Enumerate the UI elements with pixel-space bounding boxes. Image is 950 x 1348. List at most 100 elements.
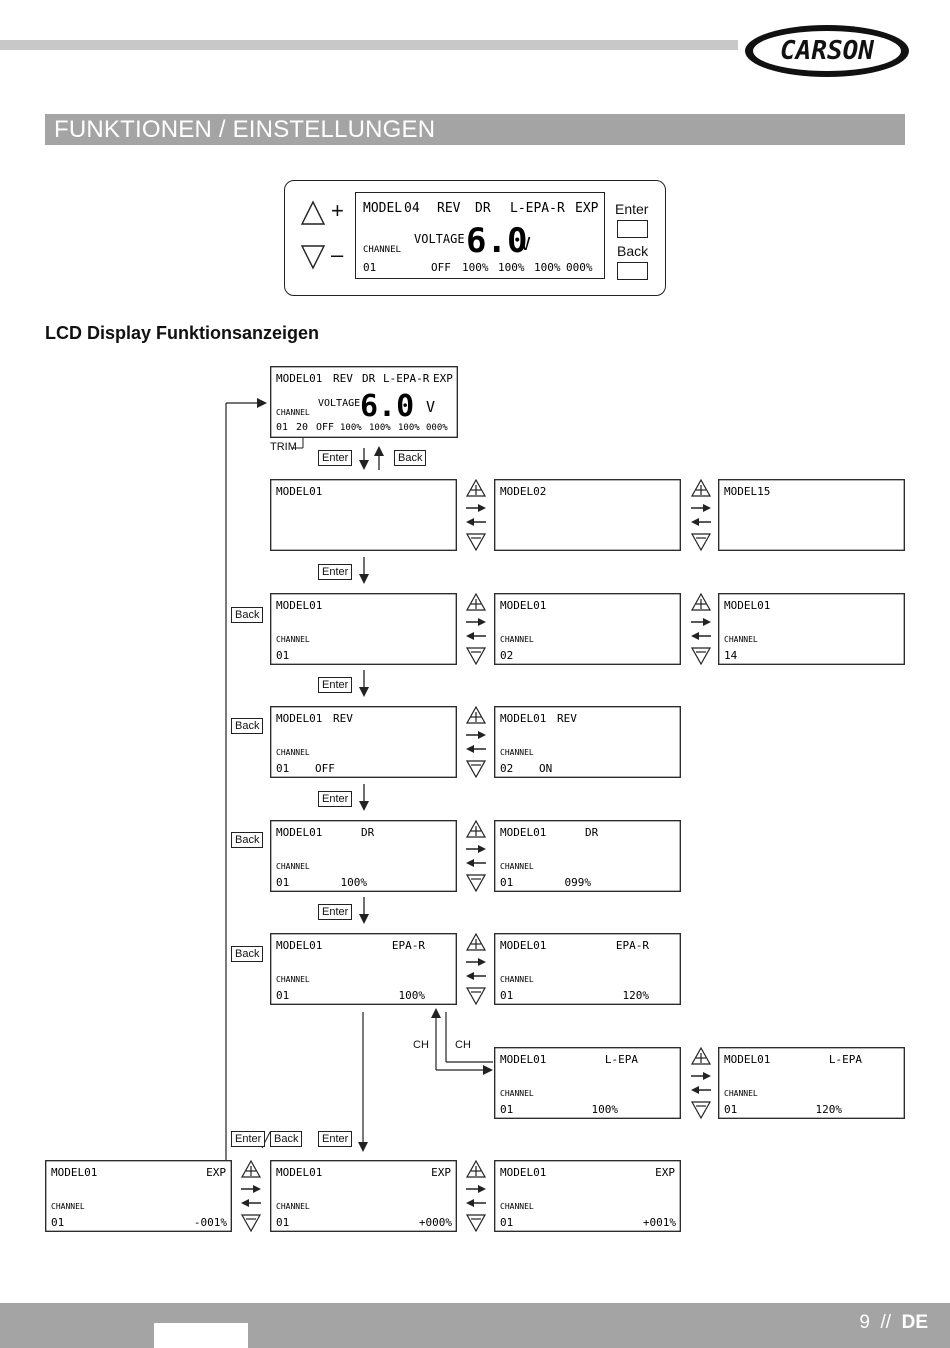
lcd-model: MODEL01: [500, 1053, 546, 1066]
plus-minus-navigation-icon: [240, 1160, 262, 1232]
lcd-channel-value: 01: [276, 989, 289, 1002]
transmitter-display: [284, 180, 666, 296]
enter-button[interactable]: Enter: [318, 904, 353, 920]
back-button[interactable]: Back: [270, 1131, 303, 1147]
lcd-model-label: MODEL: [363, 201, 402, 216]
lcd-channel-value: 02: [500, 649, 513, 662]
back-button[interactable]: Back: [231, 832, 264, 848]
lcd-text: 100%: [398, 423, 420, 433]
enter-button[interactable]: Enter: [318, 1131, 353, 1147]
lcd-function-label: DR: [585, 826, 599, 839]
lcd-setting-value: -001%: [194, 1216, 227, 1229]
down-arrow-icon: [359, 670, 369, 697]
lcd-channel-label: CHANNEL: [500, 635, 534, 644]
lcd-channel-label: CHANNEL: [500, 1202, 534, 1211]
lcd-function-label: DR: [361, 826, 375, 839]
lcd-channel-label: CHANNEL: [276, 862, 310, 871]
lcd-function-label: EPA-R: [616, 939, 649, 952]
page-sep: //: [880, 1312, 892, 1333]
minus-symbol: –: [331, 242, 344, 267]
back-button[interactable]: Back: [231, 946, 264, 962]
enter-button[interactable]: Enter: [318, 564, 353, 580]
enter-button[interactable]: Enter: [231, 1131, 266, 1147]
lcd-text: L-EPA-R: [383, 372, 430, 385]
enter-label: Enter: [615, 201, 649, 217]
back-button[interactable]: [617, 262, 648, 280]
lcd-setting-value: +001%: [643, 1216, 676, 1229]
page-number: 9 // DE: [859, 1312, 928, 1334]
lcd-channel-value: 14: [724, 649, 738, 662]
lcd-text: 100%: [340, 423, 362, 433]
lcd-model: MODEL01: [500, 826, 546, 839]
up-triangle-icon: [300, 200, 326, 225]
lcd-setting-value: +000%: [419, 1216, 452, 1229]
lcd-channel-value: 01: [500, 876, 513, 889]
lcd-rev: REV: [437, 201, 461, 216]
section-title: LCD Display Funktionsanzeigen: [45, 323, 320, 343]
back-button[interactable]: Back: [394, 450, 427, 466]
down-arrow-icon: [359, 557, 369, 584]
lcd-v4: 000%: [566, 261, 593, 274]
lcd-off: OFF: [431, 261, 451, 274]
lcd-function-label: L-EPA: [829, 1053, 862, 1066]
lcd-channel-label: CHANNEL: [276, 748, 310, 757]
page-num: 9: [859, 1312, 870, 1333]
lcd-function-label: REV: [333, 712, 353, 725]
lcd-model: MODEL15: [724, 485, 770, 498]
lcd-function-label: EXP: [206, 1166, 226, 1179]
back-button[interactable]: Back: [231, 718, 264, 734]
lcd-lepar: L-EPA-R: [510, 201, 565, 216]
lcd-channel-label: CHANNEL: [276, 1202, 310, 1211]
lcd-setting-value: 099%: [565, 876, 592, 889]
enter-button[interactable]: [617, 220, 648, 238]
plus-minus-navigation-icon: [465, 820, 487, 892]
lcd-volt-unit: V: [520, 234, 531, 255]
lcd-model: MODEL01: [500, 939, 546, 952]
lcd-setting-value: 100%: [341, 876, 368, 889]
lcd-model: MODEL01: [500, 1166, 546, 1179]
back-button[interactable]: Back: [231, 607, 264, 623]
lcd-setting-value: 100%: [399, 989, 426, 1002]
enter-button[interactable]: Enter: [318, 450, 353, 466]
enter-button[interactable]: Enter: [318, 677, 353, 693]
page-title: FUNKTIONEN / EINSTELLUNGEN: [45, 114, 905, 145]
lcd-text: DR: [362, 372, 376, 385]
lcd-channel: CHANNEL: [363, 245, 401, 255]
lcd-channel-label: CHANNEL: [500, 975, 534, 984]
plus-minus-navigation-icon: [465, 706, 487, 778]
lcd-setting-value: OFF: [315, 762, 335, 775]
lcd-text: 20: [296, 422, 308, 433]
lcd-channel-label: CHANNEL: [276, 975, 310, 984]
ch-label: CH: [413, 1039, 429, 1051]
lcd-screen: MODEL02: [494, 479, 681, 551]
ch-label: CH: [455, 1039, 471, 1051]
down-arrow-icon: [359, 897, 369, 924]
enter-button[interactable]: Enter: [318, 791, 353, 807]
plus-minus-navigation-icon: [690, 593, 712, 665]
lcd-model: MODEL01: [276, 599, 322, 612]
footer-mark: [154, 1323, 248, 1348]
carson-logo: CARSON: [745, 25, 909, 77]
lcd-model: MODEL01: [276, 939, 322, 952]
lcd-v1: 100%: [462, 261, 489, 274]
lcd-model: MODEL01: [51, 1166, 97, 1179]
lcd-voltage-value: 6.0: [360, 389, 414, 424]
lcd-text: OFF: [316, 422, 334, 433]
lcd-text: EXP: [433, 372, 453, 385]
lcd-channel-value: 01: [724, 1103, 737, 1116]
lcd-text: 100%: [369, 423, 391, 433]
lcd-voltage: VOLTAGE: [414, 232, 465, 246]
plus-minus-navigation-icon: [465, 479, 487, 551]
lcd-model: MODEL01: [500, 712, 546, 725]
lcd-function-label: EXP: [655, 1166, 675, 1179]
lcd-channel-label: CHANNEL: [51, 1202, 85, 1211]
lcd-function-label: L-EPA: [605, 1053, 638, 1066]
